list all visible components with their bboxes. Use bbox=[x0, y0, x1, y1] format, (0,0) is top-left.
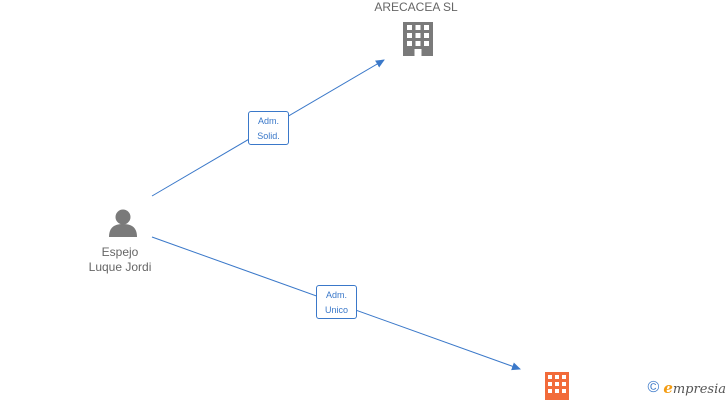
copyright-icon: © bbox=[647, 379, 660, 396]
person-name-line2: Luque Jordi bbox=[88, 260, 152, 274]
person-name[interactable]: Espejo Luque Jordi bbox=[70, 245, 170, 275]
building-icon[interactable] bbox=[403, 22, 433, 56]
brand-initial: e bbox=[663, 379, 673, 397]
edge-label-line2: Unico bbox=[324, 305, 348, 315]
edge-label-adm-unico: Adm. Unico bbox=[316, 285, 357, 319]
brand-name: empresia bbox=[663, 379, 726, 397]
building-icon[interactable] bbox=[545, 372, 569, 400]
empresia-logo: © empresia bbox=[648, 378, 726, 398]
edge-label-line1: Adm. bbox=[257, 116, 279, 126]
company-name-arecacea[interactable]: ARECACEA SL bbox=[374, 0, 458, 14]
person-icon[interactable] bbox=[109, 209, 137, 238]
edge-label-line1: Adm. bbox=[325, 290, 347, 300]
edge-label-adm-solid: Adm. Solid. bbox=[248, 111, 289, 145]
brand-rest: mpresia bbox=[672, 382, 726, 397]
person-name-line1: Espejo bbox=[101, 245, 139, 259]
edge-label-line2: Solid. bbox=[257, 131, 280, 141]
